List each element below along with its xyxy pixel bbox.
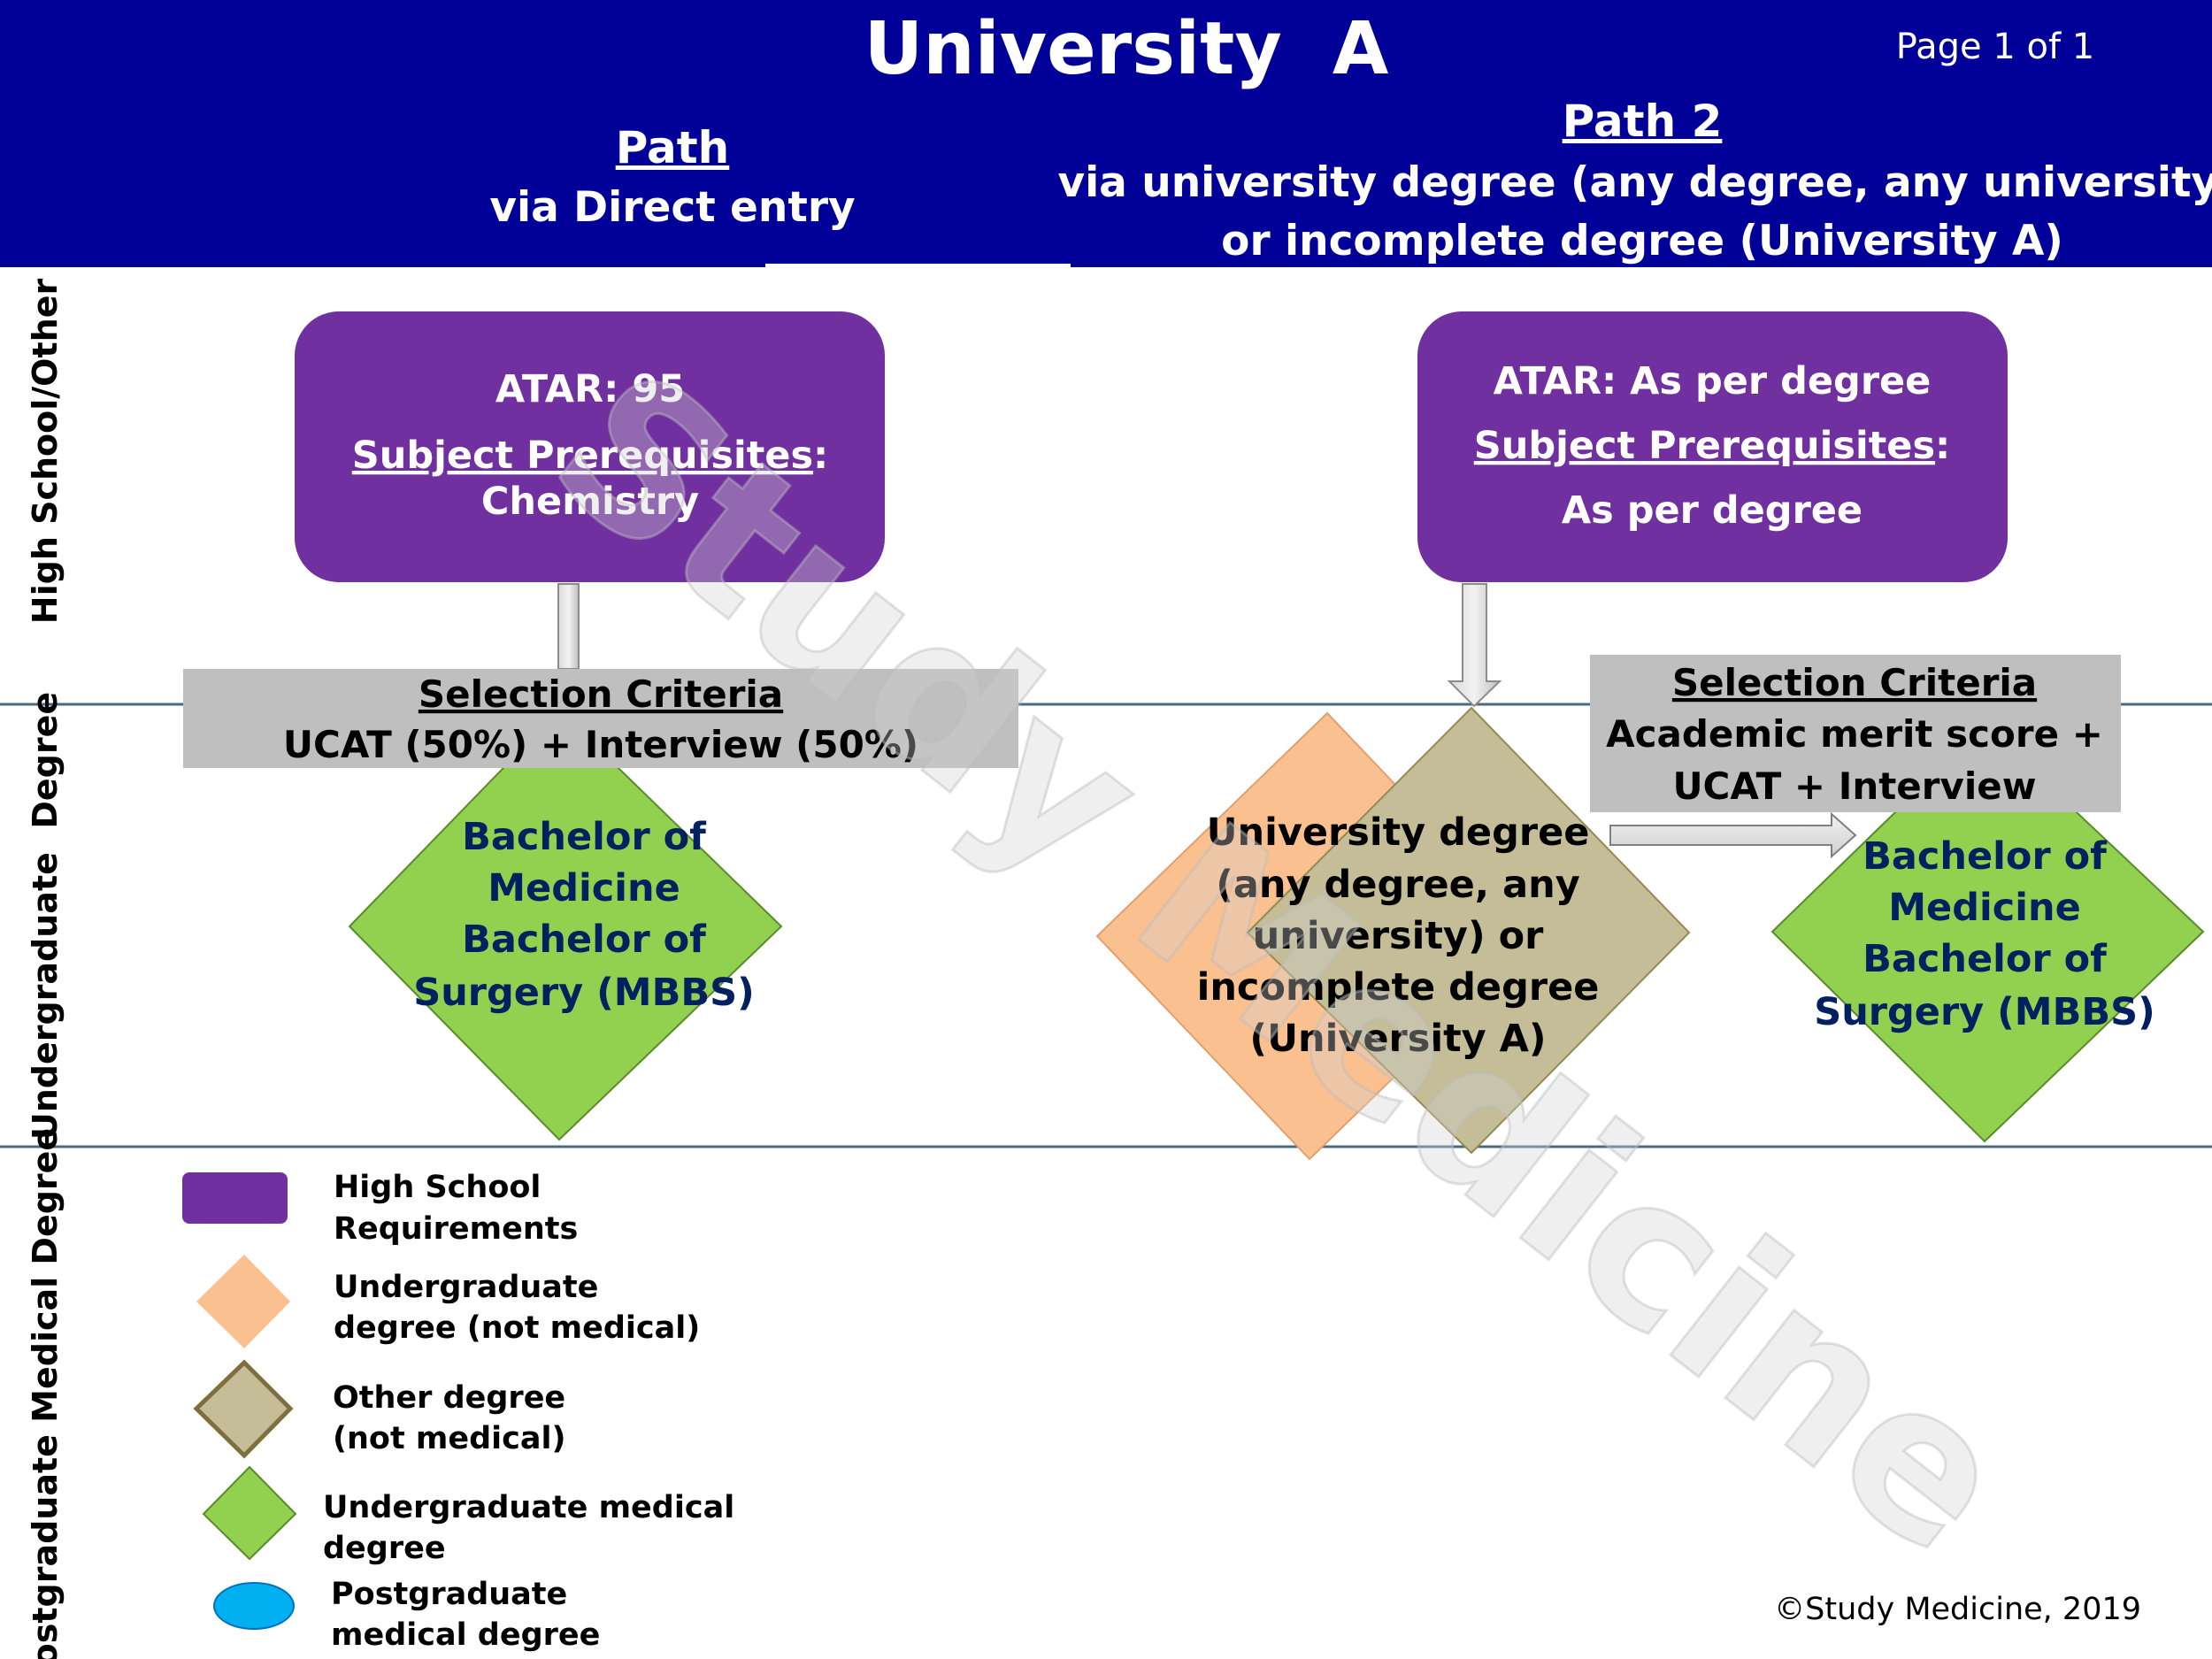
legend-swatch-undergrad xyxy=(196,1255,290,1348)
path2-heading: Path 2 xyxy=(1563,96,1723,147)
path1-degree-line4: Surgery (MBBS) xyxy=(413,971,755,1015)
legend-undergrad-line2: degree (not medical) xyxy=(334,1310,700,1346)
path1-subtitle: via Direct entry xyxy=(489,183,855,232)
band-label-undergrad: Undergraduate Degree xyxy=(26,692,65,1140)
legend-ug-medical-line2: degree xyxy=(323,1531,446,1566)
path1-selection-title: Selection Criteria xyxy=(419,672,783,716)
path1-heading: Path xyxy=(616,122,730,173)
path1-atar: ATAR: 95 xyxy=(495,367,685,411)
path2-subtitle-line2: or incomplete degree (University A) xyxy=(1221,217,2063,265)
header-band xyxy=(0,0,2212,267)
legend-high-school-line1: High School xyxy=(334,1170,541,1205)
legend-swatch-high-school xyxy=(182,1172,288,1224)
legend-other-degree-line1: Other degree xyxy=(333,1380,565,1416)
prior-degree-line1: University degree xyxy=(1207,810,1590,855)
other-degree-diamond xyxy=(1246,706,1691,1155)
path2-degree-line4: Surgery (MBBS) xyxy=(1814,990,2155,1034)
page-title: University A xyxy=(864,7,1389,91)
copyright: ©Study Medicine, 2019 xyxy=(1774,1592,2141,1627)
legend-ug-medical-line1: Undergraduate medical xyxy=(323,1490,734,1525)
prior-degree-line4: incomplete degree xyxy=(1197,965,1600,1010)
path1-degree-line3: Bachelor of xyxy=(462,918,707,962)
path1-selection-box xyxy=(183,669,1018,768)
path1-prereq-label: Subject Prerequisites xyxy=(352,434,813,478)
path2-mbbs-diamond xyxy=(1770,724,2205,1143)
legend-swatch-pg-medical xyxy=(213,1582,295,1630)
prior-degree-line5: (University A) xyxy=(1249,1017,1546,1061)
path1-prereq-label-line: Subject Prerequisites: xyxy=(352,434,829,478)
path2-degree-line3: Bachelor of xyxy=(1863,937,2108,981)
path2-atar: ATAR: As per degree xyxy=(1494,359,1932,403)
path2-selection-box xyxy=(1590,655,2121,812)
path2-prereq-value: As per degree xyxy=(1562,488,1863,533)
header-underline-mark xyxy=(765,264,1071,269)
legend-pg-medical-line2: medical degree xyxy=(331,1617,600,1653)
legend-high-school-line2: Requirements xyxy=(334,1211,578,1247)
page-indicator: Page 1 of 1 xyxy=(1896,27,2094,67)
path2-degree-line2: Medicine xyxy=(1888,886,2080,930)
prior-degree-line3: university) or xyxy=(1253,914,1544,958)
path2-degree-line1: Bachelor of xyxy=(1863,834,2108,879)
legend-undergrad-line1: Undergraduate xyxy=(334,1270,598,1305)
band-label-high-school: High School/Other xyxy=(26,279,65,625)
path1-prereq-colon: : xyxy=(813,434,828,478)
path2-selection-line1: Academic merit score + xyxy=(1606,712,2103,756)
legend-pg-medical-line1: Postgraduate xyxy=(331,1577,567,1612)
legend-swatch-ug-medical xyxy=(202,1465,297,1561)
path1-degree-line1: Bachelor of xyxy=(462,815,707,859)
path2-prereq-label: Subject Prerequisites xyxy=(1474,424,1935,468)
path1-down-arrow xyxy=(557,583,580,670)
prior-degree-line2: (any degree, any xyxy=(1216,863,1580,907)
path1-prereq-value: Chemistry xyxy=(481,480,699,524)
path1-requirements-box xyxy=(295,311,885,582)
path2-requirements-box xyxy=(1417,311,2008,582)
path1-degree-line2: Medicine xyxy=(488,866,680,910)
legend-swatch-other-degree xyxy=(193,1359,294,1459)
path2-right-arrow xyxy=(1609,811,1857,859)
band-label-postgrad: Postgraduate Medical Degree xyxy=(26,1128,65,1659)
legend-other-degree-line2: (not medical) xyxy=(333,1421,566,1456)
path2-selection-line2: UCAT + Interview xyxy=(1672,764,2036,808)
path1-selection-body: UCAT (50%) + Interview (50%) xyxy=(283,723,918,766)
path2-prereq-label-line: Subject Prerequisites: xyxy=(1474,424,1951,468)
path2-prereq-colon: : xyxy=(1935,424,1950,468)
path2-down-arrow xyxy=(1447,583,1502,708)
path2-subtitle-line1: via university degree (any degree, any u… xyxy=(1057,158,2212,207)
path1-mbbs-diamond xyxy=(348,709,783,1141)
path2-selection-title: Selection Criteria xyxy=(1672,661,2037,704)
